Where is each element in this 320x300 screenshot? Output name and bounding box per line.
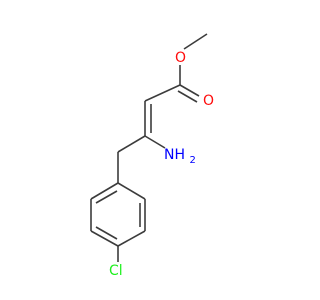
- bond-beta-nitrogen: [144, 135, 166, 149]
- molecule-structure-diagram: O O NH 2 Cl: [90, 33, 214, 279]
- atom-oxygen-carbonyl: O: [203, 93, 214, 109]
- ring-inner-bond-c: [95, 190, 118, 204]
- bond-carbonyl-alpha: [144, 84, 181, 102]
- amino-label: NH: [164, 147, 185, 163]
- bond-beta-ch2: [117, 135, 146, 153]
- ring-inner-bond-b: [95, 226, 118, 240]
- ring-bond-4: [90, 230, 119, 247]
- bond-carbonyl-double-a: [179, 84, 200, 97]
- ring-bond-1: [117, 182, 146, 200]
- ring-bond-3: [117, 230, 146, 247]
- bond-methyl-o: [183, 33, 208, 50]
- ring-bond-6: [90, 182, 119, 200]
- atom-oxygen-ether: O: [175, 50, 186, 66]
- bond-carbonyl-double-b: [177, 90, 198, 103]
- amino-subscript: 2: [189, 155, 195, 166]
- atom-chlorine: Cl: [109, 263, 123, 279]
- atom-nitrogen-amino: NH 2: [164, 147, 196, 166]
